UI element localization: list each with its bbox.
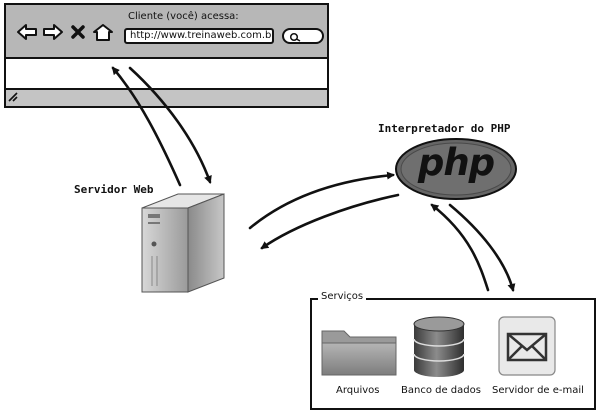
back-arrow-icon[interactable] [16, 23, 38, 41]
home-icon[interactable] [92, 23, 114, 41]
stop-icon[interactable] [70, 23, 86, 41]
server-icon [141, 193, 225, 293]
forward-arrow-icon[interactable] [42, 23, 64, 41]
files-label: Arquivos [336, 385, 380, 396]
mail-server-label: Servidor de e-mail [492, 385, 584, 396]
arrow-server-to-php [248, 171, 395, 230]
services-title: Serviços [318, 291, 367, 302]
search-icon [289, 32, 301, 42]
browser-caption: Cliente (você) acessa: [128, 11, 239, 22]
database-icon [413, 316, 465, 377]
folder-icon [321, 330, 397, 376]
database-label: Banco de dados [401, 385, 481, 396]
mail-icon [498, 316, 556, 376]
address-bar[interactable]: http://www.treinaweb.com.br [124, 28, 274, 44]
services-group: Serviços [310, 291, 596, 410]
resize-handle-icon[interactable] [6, 90, 18, 102]
browser-window: Cliente (você) acessa: http://www.treina… [4, 3, 329, 108]
arrow-php-to-services [448, 203, 516, 292]
arrow-server-to-browser [111, 66, 182, 187]
php-logo-icon [395, 138, 517, 200]
arrow-browser-to-server [128, 66, 212, 184]
web-server-label: Servidor Web [74, 183, 154, 196]
php-interpreter-label: Interpretador do PHP [378, 122, 511, 135]
arrow-services-to-php [430, 203, 490, 292]
browser-status-bar [6, 88, 327, 106]
search-box[interactable] [282, 28, 324, 44]
php-logo-text: php [417, 141, 495, 184]
browser-toolbar: Cliente (você) acessa: http://www.treina… [6, 5, 327, 59]
arrow-php-to-server [260, 193, 400, 250]
